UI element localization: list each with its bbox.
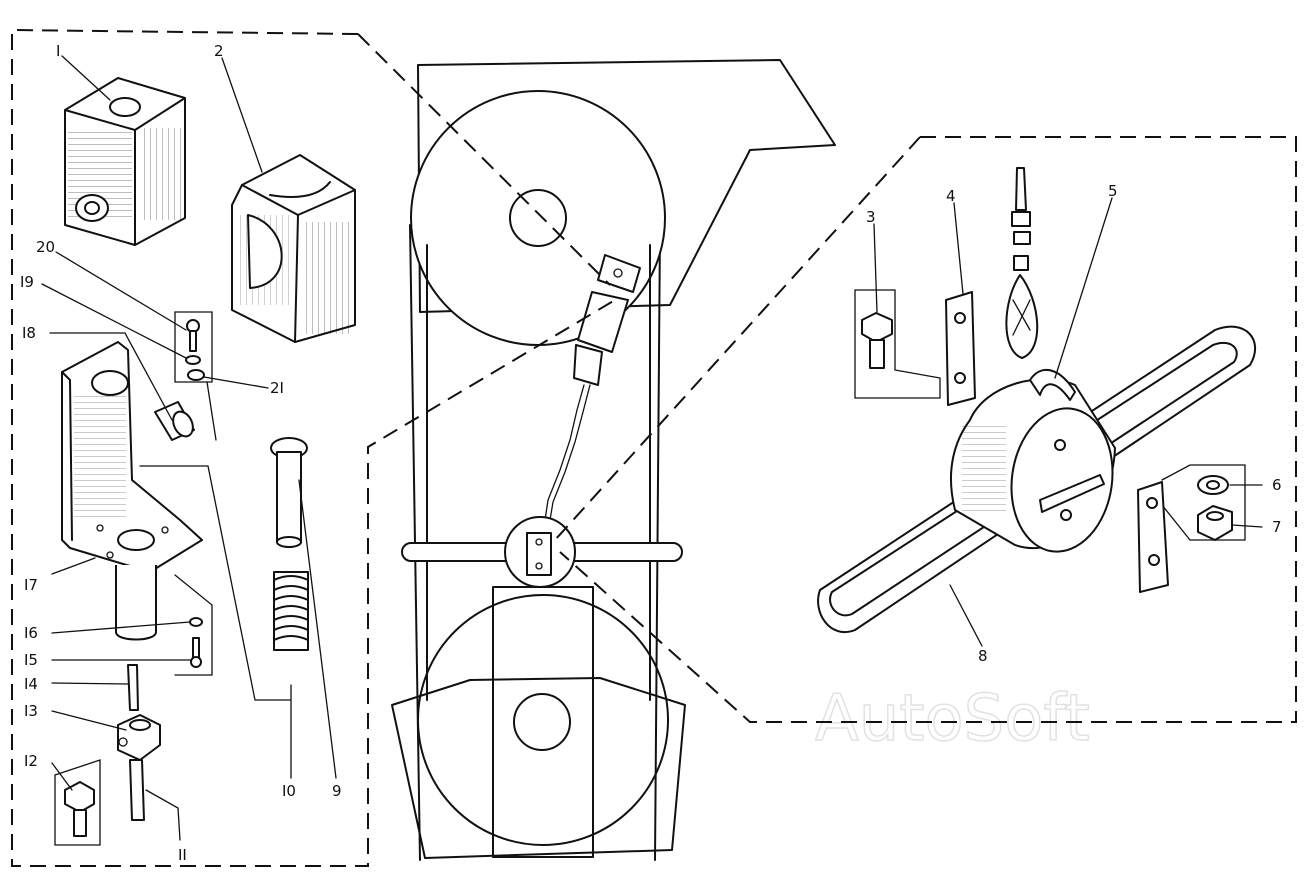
callout-3: 3 (866, 208, 876, 226)
bracket-bracket-line (139, 465, 291, 701)
callout-5: 5 (1108, 182, 1118, 200)
part-4-plate (945, 291, 976, 406)
callout-11: II (178, 846, 187, 864)
part-17-bracket (61, 341, 213, 676)
saw-band (426, 244, 651, 701)
callout-19: I9 (20, 273, 34, 291)
tensioner-clamp (544, 254, 641, 521)
parts-13-14-rod-collar (117, 664, 161, 821)
part-18-bushing (154, 401, 195, 441)
callout-21: 2I (270, 379, 284, 397)
callout-12: I2 (24, 752, 38, 770)
callout-7: 7 (1272, 518, 1282, 536)
part-3-bolt (854, 289, 941, 399)
bolt-washer-group (174, 311, 217, 441)
callout-13: I3 (24, 702, 38, 720)
part-9-pin (270, 437, 308, 548)
callout-20: 20 (36, 238, 55, 256)
callout-17: I7 (24, 576, 38, 594)
dashed-groupings (11, 28, 1297, 867)
callout-18: I8 (22, 324, 36, 342)
lower-wheel (417, 586, 669, 858)
callout-6: 6 (1272, 476, 1282, 494)
callout-16: I6 (24, 624, 38, 642)
callout-14: I4 (24, 675, 38, 693)
cross-bar (401, 516, 683, 588)
callout-15: I5 (24, 651, 38, 669)
part-12-bolt (54, 759, 101, 846)
callout-4: 4 (946, 187, 956, 205)
callout-10: I0 (282, 782, 296, 800)
part-8-frame-and-part-5-drum (817, 325, 1256, 633)
leader-lines (41, 55, 1263, 841)
part-10-spring (273, 571, 309, 651)
callout-9: 9 (332, 782, 342, 800)
callout-2: 2 (214, 42, 224, 60)
parts-15-16-screw (189, 617, 203, 668)
callout-labels: I 2 20 I9 I8 2I I7 I6 I5 I4 I3 I2 II I0 … (20, 42, 1282, 864)
watermark-text: AutoSoft (815, 682, 1090, 756)
part-6-7-washer-nut (1137, 464, 1246, 593)
callout-1: I (56, 42, 60, 60)
part-1-housing (64, 77, 186, 246)
part-2-block (231, 154, 356, 343)
callout-8: 8 (978, 647, 988, 665)
cable-fitting (1005, 167, 1039, 359)
